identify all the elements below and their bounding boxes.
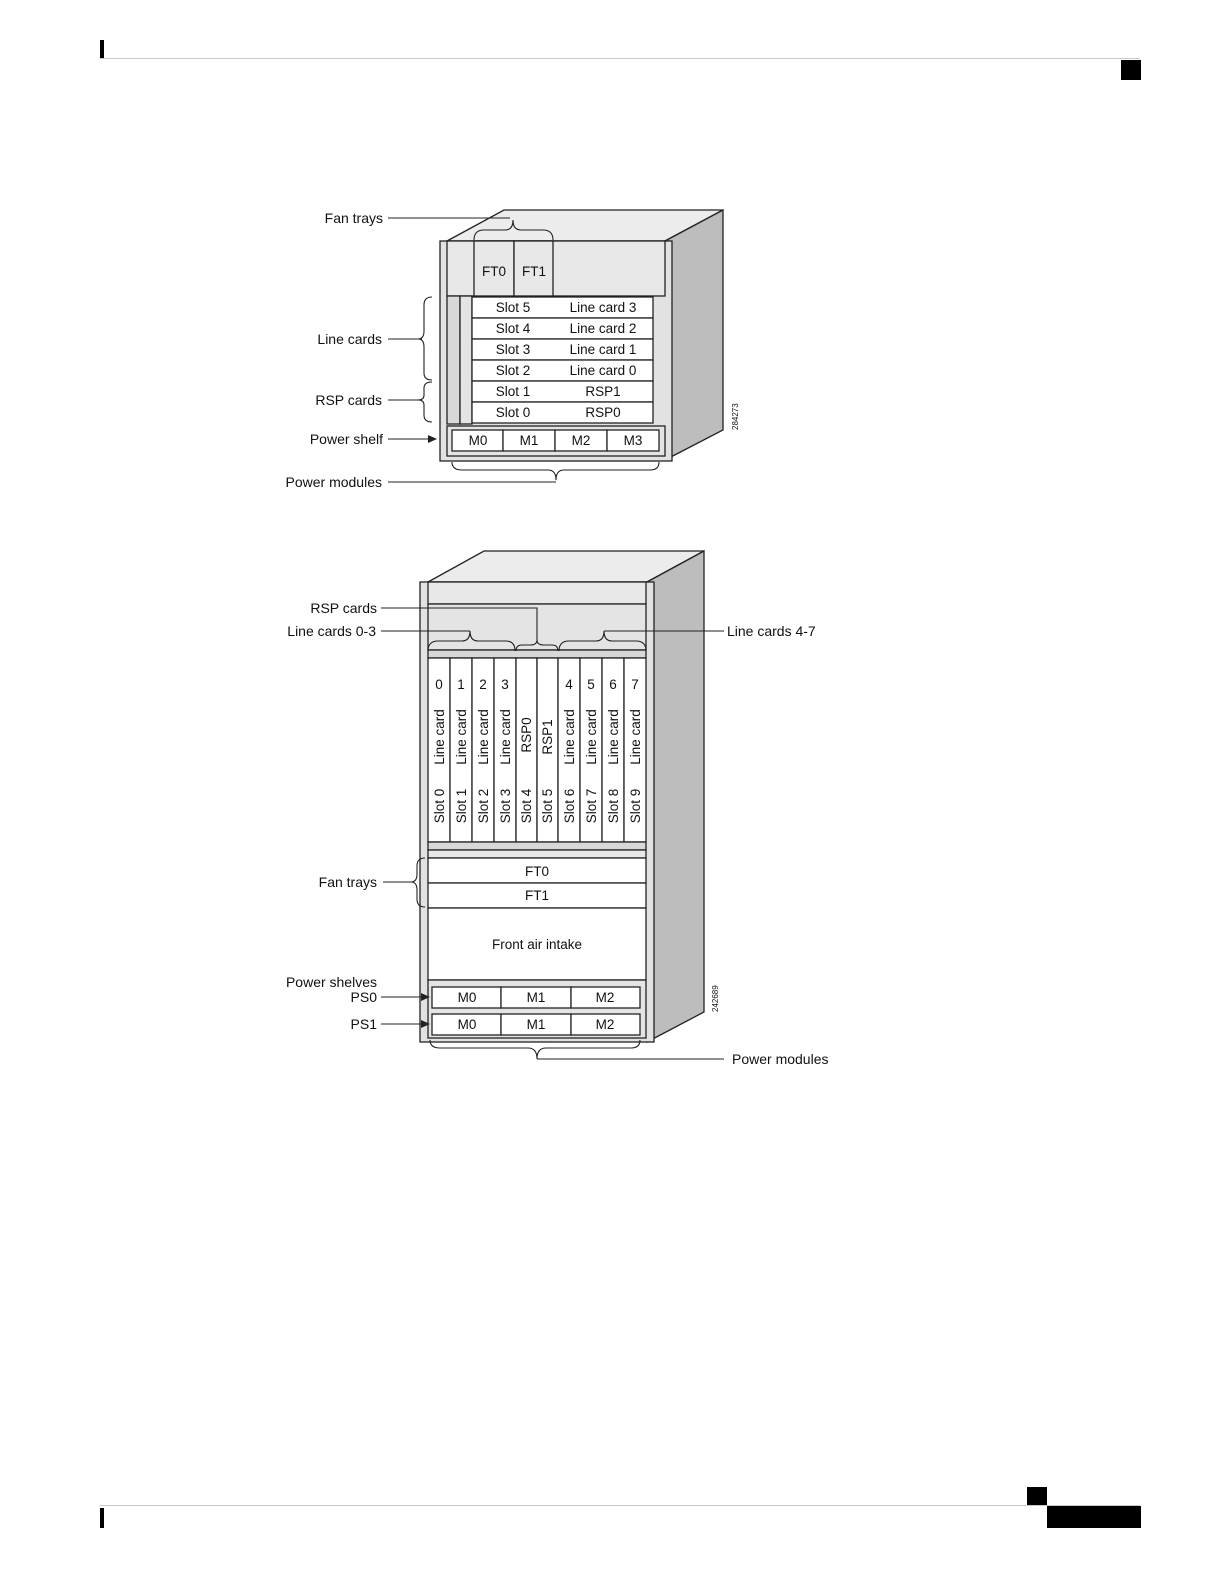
- power-module-label: M0: [458, 990, 477, 1005]
- slot-card-label: Line card: [628, 709, 643, 765]
- figure-id: 242689: [711, 985, 720, 1012]
- header-rule: [100, 58, 1140, 59]
- slot-id-label: Slot 3: [498, 789, 513, 824]
- chassis1-side: [664, 208, 724, 462]
- power-module-label: M2: [572, 433, 591, 448]
- slot-number: 2: [479, 677, 487, 692]
- slot-id-label: Slot 0: [432, 789, 447, 824]
- header-bar: [100, 40, 104, 58]
- slot-number: 7: [631, 677, 639, 692]
- callout-power-modules: Power modules: [732, 1051, 829, 1067]
- power-module-label: M2: [596, 1017, 615, 1032]
- slot-id-label: Slot 6: [562, 789, 577, 824]
- slot-card-label: Line card: [498, 709, 513, 765]
- callout-line-cards-left: Line cards 0-3: [287, 623, 376, 639]
- power-module-label: M2: [596, 990, 615, 1005]
- figure2-leaders: [381, 607, 724, 1060]
- slot-label: Slot 2: [496, 363, 531, 378]
- card-label: Line card 1: [570, 342, 637, 357]
- header-square: [1121, 60, 1141, 80]
- slot-label: Slot 4: [496, 321, 531, 336]
- callout-rsp-cards: RSP cards: [310, 600, 377, 616]
- card-label: Line card 3: [570, 300, 637, 315]
- slot-id-label: Slot 8: [606, 789, 621, 824]
- card-label: Line card 2: [570, 321, 637, 336]
- slot-label: Slot 0: [496, 405, 531, 420]
- slot-label: Slot 3: [496, 342, 531, 357]
- pm-m3: [606, 429, 660, 452]
- slot-id-label: Slot 9: [628, 789, 643, 824]
- power-module-label: M1: [520, 433, 539, 448]
- callout-power-shelf: Power shelf: [310, 431, 383, 447]
- callout-power-modules: Power modules: [286, 474, 383, 490]
- slot-card-label: RSP0: [519, 717, 534, 752]
- callout-line-cards-right: Line cards 4-7: [727, 623, 816, 639]
- slot-id-label: Slot 7: [584, 789, 599, 824]
- slot-card-label: Line card: [584, 709, 599, 765]
- slot-id-label: Slot 1: [454, 789, 469, 824]
- power-module-label: M0: [469, 433, 488, 448]
- fan-tray-label: FT0: [525, 864, 549, 879]
- slot-card-label: RSP1: [540, 719, 555, 754]
- slot-id-label: Slot 2: [476, 789, 491, 824]
- ps0-m2: [570, 986, 641, 1009]
- callout-ps0: PS0: [351, 989, 378, 1005]
- slot-card-label: Line card: [476, 709, 491, 765]
- callout-rsp-cards: RSP cards: [315, 392, 382, 408]
- slot-number: 1: [457, 677, 465, 692]
- callout-fan-trays: Fan trays: [319, 874, 377, 890]
- power-module-label: M0: [458, 1017, 477, 1032]
- figure-six-slot-chassis: [439, 208, 724, 462]
- slot-card-label: Line card: [606, 709, 621, 765]
- card-label: RSP0: [585, 405, 620, 420]
- callout-power-shelves: Power shelves: [286, 974, 377, 990]
- footer-square: [1027, 1487, 1047, 1505]
- slot-card-label: Line card: [432, 709, 447, 765]
- card-label: Line card 0: [570, 363, 637, 378]
- ps1-m2: [570, 1013, 641, 1036]
- slot-row-0: [471, 401, 654, 424]
- ft0-box: [473, 240, 515, 297]
- slot-number: 5: [587, 677, 595, 692]
- slot-card-label: Line card: [454, 709, 469, 765]
- fan-tray-label: FT1: [522, 264, 546, 279]
- slot-id-label: Slot 4: [519, 788, 534, 823]
- card-label: RSP1: [585, 384, 620, 399]
- ft1-box: [513, 240, 554, 297]
- footer-bar: [100, 1508, 104, 1528]
- callout-ps1: PS1: [351, 1016, 378, 1032]
- slot-label: Slot 5: [496, 300, 531, 315]
- slot-label: Slot 1: [496, 384, 531, 399]
- slot-number: 0: [435, 677, 443, 692]
- figure-id: 284273: [731, 403, 740, 430]
- slot-number: 6: [609, 677, 617, 692]
- callout-fan-trays: Fan trays: [325, 210, 383, 226]
- chassis2-side: [646, 549, 705, 1044]
- slot-number: 4: [565, 677, 573, 692]
- slot-id-label: Slot 5: [540, 789, 555, 824]
- front-air-intake: [427, 907, 647, 981]
- figure1-labels: FT0 FT1 Slot 5 Line card 3 Slot 4 Line c…: [286, 210, 741, 490]
- power-module-label: M3: [624, 433, 643, 448]
- fan-tray-label: FT0: [482, 264, 506, 279]
- callout-line-cards: Line cards: [317, 331, 382, 347]
- power-module-label: M1: [527, 1017, 546, 1032]
- fan-tray-label: FT1: [525, 888, 549, 903]
- footer-rule: [100, 1505, 1140, 1506]
- ft1-tray: [427, 882, 647, 909]
- slot-number: 3: [501, 677, 509, 692]
- air-intake-label: Front air intake: [492, 937, 582, 952]
- figure2-labels: 0 1 2 3 4 5 6 7 Line card Line card Line…: [286, 600, 829, 1067]
- slot-card-label: Line card: [562, 709, 577, 765]
- footer-page-tab: [1047, 1506, 1141, 1528]
- figure1-leaders: [388, 217, 660, 483]
- power-module-label: M1: [527, 990, 546, 1005]
